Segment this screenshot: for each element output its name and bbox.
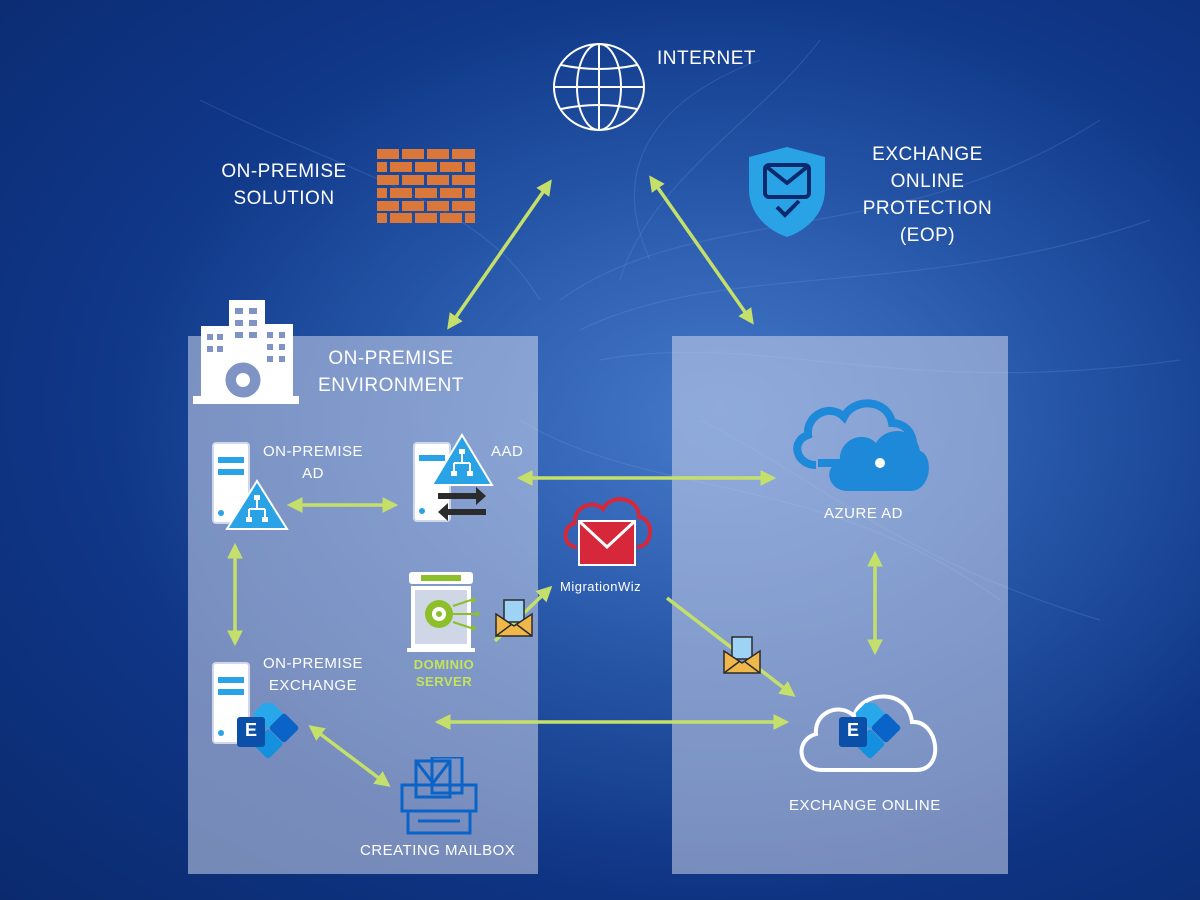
- exchange-online-cloud-icon: [799, 694, 938, 772]
- mail-envelope-icon: [723, 636, 761, 674]
- globe-icon: [553, 43, 645, 131]
- exchange-logo-icon: [237, 703, 299, 759]
- shield-mail-icon: [749, 147, 825, 237]
- on-premise-ad-label: ON-PREMISE AD: [262, 443, 363, 482]
- exchange-logo-letter: E: [847, 720, 860, 740]
- dominio-server-label: DOMINIO SERVER: [413, 657, 475, 689]
- on-premise-environment-label: ON-PREMISE ENVIRONMENT: [318, 348, 464, 396]
- cloud-environment-panel: [672, 336, 1008, 874]
- creating-mailbox-label: CREATING MAILBOX: [360, 842, 516, 859]
- on-premise-solution-label: ON-PREMISE SOLUTION: [221, 161, 347, 209]
- mailbox-icon: [400, 757, 478, 835]
- azure-ad-label: AZURE AD: [824, 505, 904, 522]
- arrow-internet-cloud: [649, 175, 754, 325]
- server-icon: [212, 442, 289, 530]
- aad-label: AAD: [491, 443, 524, 460]
- internet-label: INTERNET: [657, 48, 756, 69]
- arrow-internet-onpremise: [447, 179, 552, 330]
- exchange-logo-icon: [839, 703, 901, 759]
- exchange-logo-letter: E: [245, 720, 258, 740]
- migration-cloud-icon: [563, 497, 652, 566]
- eop-label: EXCHANGE ONLINE PROTECTION (EOP): [862, 144, 993, 246]
- migrationwiz-label: MigrationWiz: [560, 579, 642, 594]
- exchange-online-label: EXCHANGE ONLINE: [789, 797, 941, 814]
- mail-envelope-icon: [495, 599, 533, 637]
- arrow-exchange-mailbox: [308, 725, 391, 787]
- firewall-icon: [377, 149, 475, 223]
- arrow-migrationwiz-exchange-online: [665, 596, 796, 697]
- azure-cloud-icon: [793, 399, 929, 491]
- server-icon: [413, 433, 494, 522]
- on-premise-exchange-label: ON-PREMISE EXCHANGE: [262, 655, 363, 694]
- dominio-server-icon: [407, 572, 480, 652]
- buildings-gear-icon: [193, 300, 299, 404]
